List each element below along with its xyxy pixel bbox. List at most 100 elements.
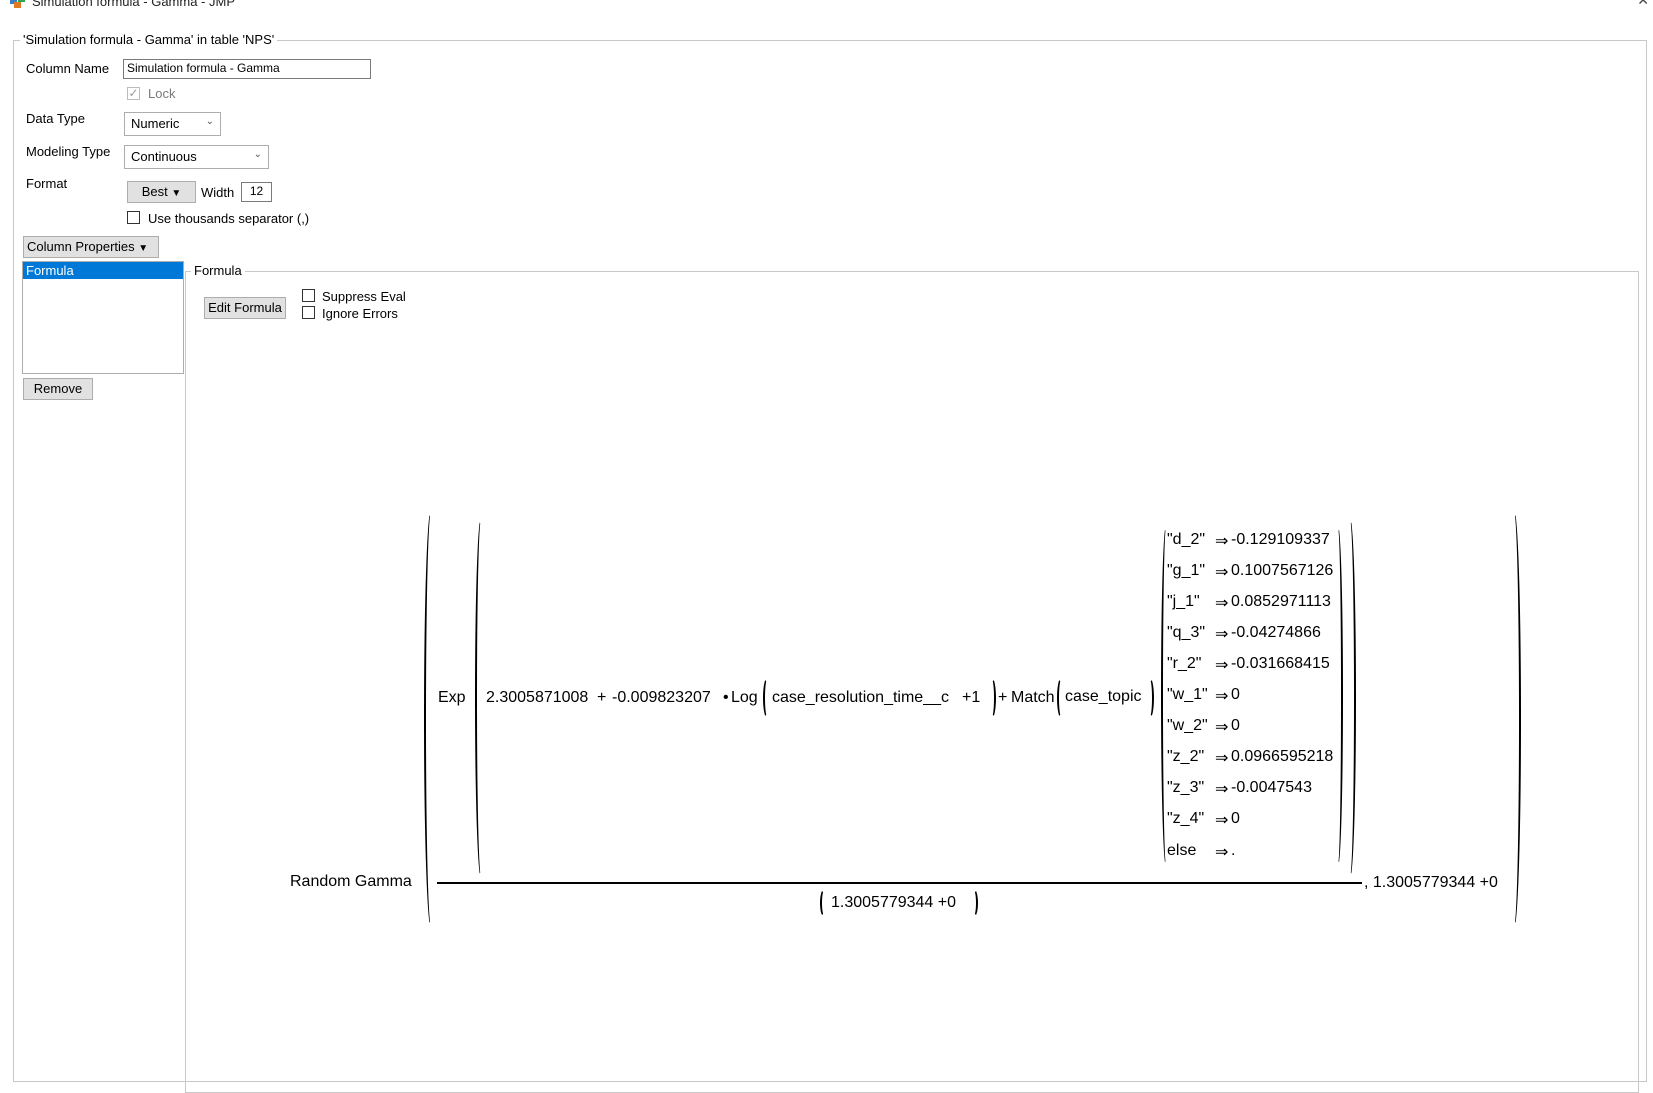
column-name-input[interactable]: Simulation formula - Gamma bbox=[123, 59, 371, 79]
thousands-separator-label: Use thousands separator (,) bbox=[148, 211, 310, 226]
jmp-app-icon bbox=[10, 0, 25, 8]
log-function: Log bbox=[731, 689, 758, 706]
panel-legend: 'Simulation formula - Gamma' in table 'N… bbox=[20, 32, 278, 47]
match-value: . bbox=[1231, 842, 1236, 859]
log-close-paren bbox=[988, 678, 996, 718]
format-label: Format bbox=[26, 176, 68, 191]
match-key: "w_2" bbox=[1167, 717, 1208, 734]
width-input[interactable]: 12 bbox=[241, 182, 272, 202]
checkmark-icon: ✓ bbox=[128, 86, 139, 100]
modeling-type-dropdown[interactable]: Continuous ⌄ bbox=[124, 145, 269, 169]
plus-operator: + bbox=[597, 689, 607, 706]
match-key: "j_1" bbox=[1167, 593, 1200, 610]
thousands-separator-checkbox[interactable] bbox=[127, 211, 140, 224]
format-best-button[interactable]: Best ▼ bbox=[127, 181, 196, 203]
denominator-close-paren bbox=[970, 889, 978, 917]
match-arrow: ⇒ bbox=[1215, 719, 1229, 736]
title-bar: Simulation formula - Gamma - JMP ✕ bbox=[0, 0, 1653, 14]
times-operator: • bbox=[723, 689, 729, 706]
match-argument: case_topic bbox=[1065, 688, 1142, 705]
exp-function: Exp bbox=[438, 689, 466, 706]
modeling-type-value: Continuous bbox=[131, 149, 197, 164]
random-gamma-function: Random Gamma bbox=[290, 873, 412, 890]
shape-second-argument: , 1.3005779344 +0 bbox=[1364, 874, 1498, 891]
match-key: "z_2" bbox=[1167, 748, 1205, 765]
match-key: "z_4" bbox=[1167, 810, 1205, 827]
suppress-eval-label: Suppress Eval bbox=[322, 289, 406, 304]
edit-formula-button[interactable]: Edit Formula bbox=[204, 297, 286, 319]
column-properties-button[interactable]: Column Properties ▼ bbox=[23, 236, 159, 258]
exp-open-paren bbox=[475, 518, 487, 878]
data-type-dropdown[interactable]: Numeric ⌄ bbox=[124, 112, 221, 136]
match-value: 0 bbox=[1231, 810, 1240, 827]
match-value: -0.129109337 bbox=[1231, 531, 1330, 548]
match-table-close-paren bbox=[1333, 526, 1343, 866]
remove-button[interactable]: Remove bbox=[23, 378, 93, 400]
modeling-type-label: Modeling Type bbox=[26, 144, 111, 159]
match-value: 0 bbox=[1231, 686, 1240, 703]
log-argument: case_resolution_time__c bbox=[772, 689, 949, 706]
data-type-value: Numeric bbox=[131, 116, 180, 131]
coefficient-term: -0.009823207 bbox=[612, 689, 711, 706]
match-plus-operator: + bbox=[998, 689, 1008, 706]
formula-panel bbox=[185, 271, 1639, 1093]
random-gamma-close-paren bbox=[1507, 510, 1521, 928]
column-name-label: Column Name bbox=[26, 61, 110, 76]
ignore-errors-checkbox[interactable] bbox=[302, 306, 315, 319]
match-value: -0.031668415 bbox=[1231, 655, 1330, 672]
window-title: Simulation formula - Gamma - JMP bbox=[32, 0, 235, 9]
match-arrow: ⇒ bbox=[1215, 844, 1229, 861]
match-open-paren bbox=[1057, 678, 1065, 718]
match-key: "q_3" bbox=[1167, 624, 1206, 641]
match-arrow: ⇒ bbox=[1215, 595, 1229, 612]
dropdown-arrow-icon: ▼ bbox=[171, 188, 182, 199]
match-key: "r_2" bbox=[1167, 655, 1202, 672]
match-value: -0.0047543 bbox=[1231, 779, 1312, 796]
match-value: 0 bbox=[1231, 717, 1240, 734]
match-value: 0.0966595218 bbox=[1231, 748, 1334, 765]
denominator-open-paren bbox=[820, 889, 828, 917]
format-best-label: Best bbox=[141, 184, 168, 199]
list-item-formula[interactable]: Formula bbox=[23, 262, 183, 279]
match-arrow: ⇒ bbox=[1215, 564, 1229, 581]
ignore-errors-label: Ignore Errors bbox=[322, 306, 398, 321]
match-key: else bbox=[1167, 842, 1197, 859]
log-plus-one: +1 bbox=[962, 689, 981, 706]
match-arrow: ⇒ bbox=[1215, 688, 1229, 705]
random-gamma-open-paren bbox=[424, 510, 438, 928]
match-table-open-paren bbox=[1161, 526, 1171, 866]
match-arrow: ⇒ bbox=[1215, 781, 1229, 798]
match-key: "z_3" bbox=[1167, 779, 1205, 796]
exp-close-paren bbox=[1344, 518, 1356, 878]
fraction-bar bbox=[437, 882, 1362, 884]
match-key: "g_1" bbox=[1167, 562, 1206, 579]
match-arrow: ⇒ bbox=[1215, 533, 1229, 550]
match-value: 0.1007567126 bbox=[1231, 562, 1334, 579]
lock-checkbox[interactable]: ✓ bbox=[127, 87, 140, 100]
match-arrow: ⇒ bbox=[1215, 657, 1229, 674]
suppress-eval-checkbox[interactable] bbox=[302, 289, 315, 302]
lock-label: Lock bbox=[148, 86, 176, 101]
match-key: "w_1" bbox=[1167, 686, 1208, 703]
match-key: "d_2" bbox=[1167, 531, 1206, 548]
chevron-down-icon: ⌄ bbox=[205, 116, 214, 127]
formula-panel-legend: Formula bbox=[191, 263, 245, 278]
match-arrow: ⇒ bbox=[1215, 812, 1229, 829]
close-icon[interactable]: ✕ bbox=[1637, 0, 1649, 8]
match-function: Match bbox=[1011, 689, 1055, 706]
match-arrow: ⇒ bbox=[1215, 750, 1229, 767]
match-value: 0.0852971113 bbox=[1231, 593, 1331, 610]
denominator-value: 1.3005779344 +0 bbox=[831, 894, 957, 911]
data-type-label: Data Type bbox=[26, 111, 86, 126]
column-properties-list[interactable]: Formula bbox=[22, 261, 184, 374]
column-properties-label: Column Properties bbox=[27, 239, 135, 254]
match-close-paren bbox=[1146, 678, 1154, 718]
intercept-term: 2.3005871008 bbox=[486, 689, 589, 706]
match-arrow: ⇒ bbox=[1215, 626, 1229, 643]
chevron-down-icon: ⌄ bbox=[253, 149, 262, 160]
log-open-paren bbox=[763, 678, 771, 718]
match-row: "d_2" bbox=[1167, 531, 1205, 549]
width-label: Width bbox=[201, 185, 235, 200]
match-value: -0.04274866 bbox=[1231, 624, 1321, 641]
dropdown-arrow-icon: ▼ bbox=[138, 243, 149, 254]
